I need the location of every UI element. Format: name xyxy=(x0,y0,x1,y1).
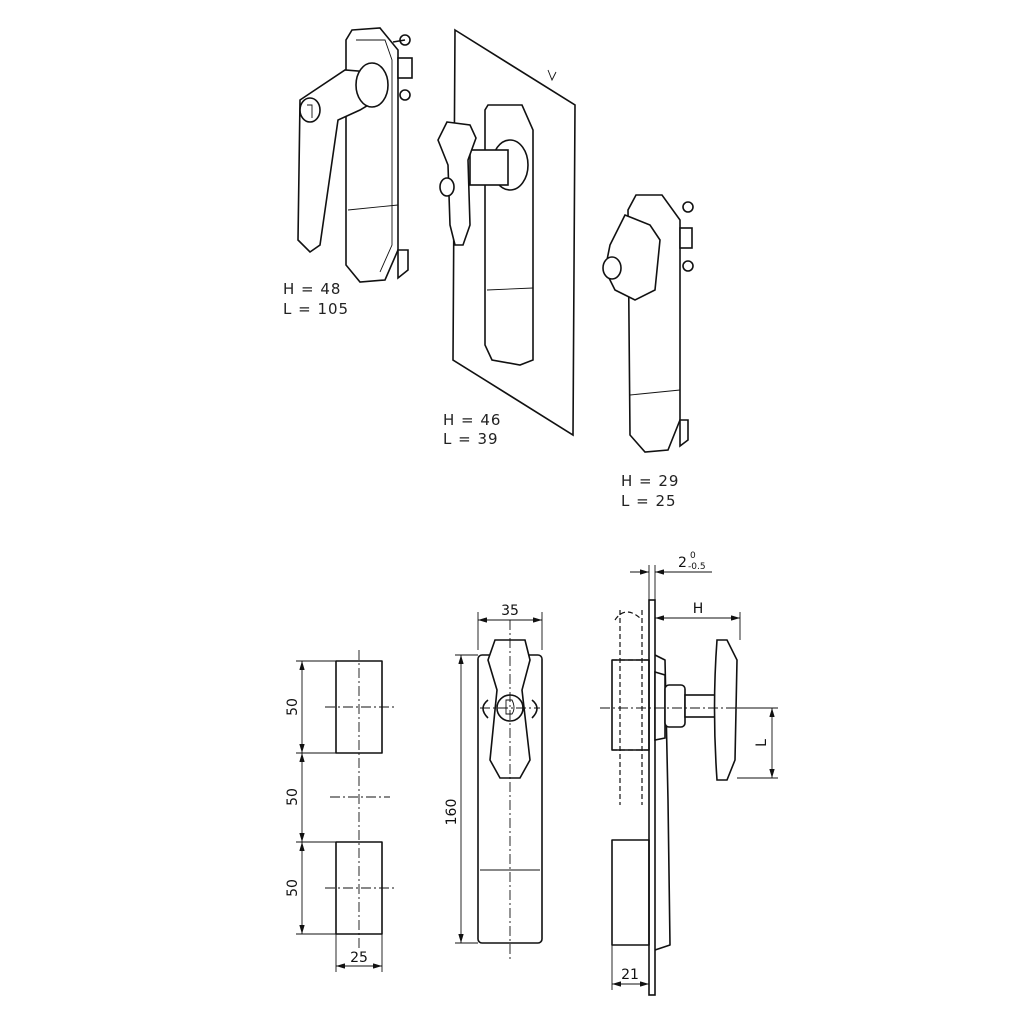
wing-handle-view xyxy=(602,194,694,453)
dim-spacing-bottom: 50 xyxy=(285,879,301,897)
dim-handle-height: H xyxy=(693,601,704,617)
dim-panel-tol-upper: 0 xyxy=(690,551,696,561)
front-view xyxy=(455,612,543,960)
lever-handle-view xyxy=(297,27,413,283)
dim-panel-thickness: 2 xyxy=(678,555,687,571)
dim-panel-tol-lower: -0.5 xyxy=(688,562,706,572)
variant-2-l-label: L = 39 xyxy=(443,430,499,448)
t-handle-panel-view xyxy=(437,28,576,437)
variant-3-l-label: L = 25 xyxy=(621,492,677,510)
variant-3-h-label: H = 29 xyxy=(621,472,679,490)
dim-spacing-top: 50 xyxy=(285,698,301,716)
side-view xyxy=(600,565,778,996)
dim-spacing-mid: 50 xyxy=(285,788,301,806)
dim-cutout-width: 25 xyxy=(350,950,368,966)
dim-body-height: 160 xyxy=(444,799,460,826)
variant-1-h-label: H = 48 xyxy=(283,280,341,298)
dim-handle-length: L xyxy=(754,739,770,747)
dim-depth: 21 xyxy=(621,967,639,983)
variant-1-l-label: L = 105 xyxy=(283,300,349,318)
cutout-view xyxy=(296,650,395,972)
variant-2-h-label: H = 46 xyxy=(443,411,501,429)
dim-body-width: 35 xyxy=(501,603,519,619)
